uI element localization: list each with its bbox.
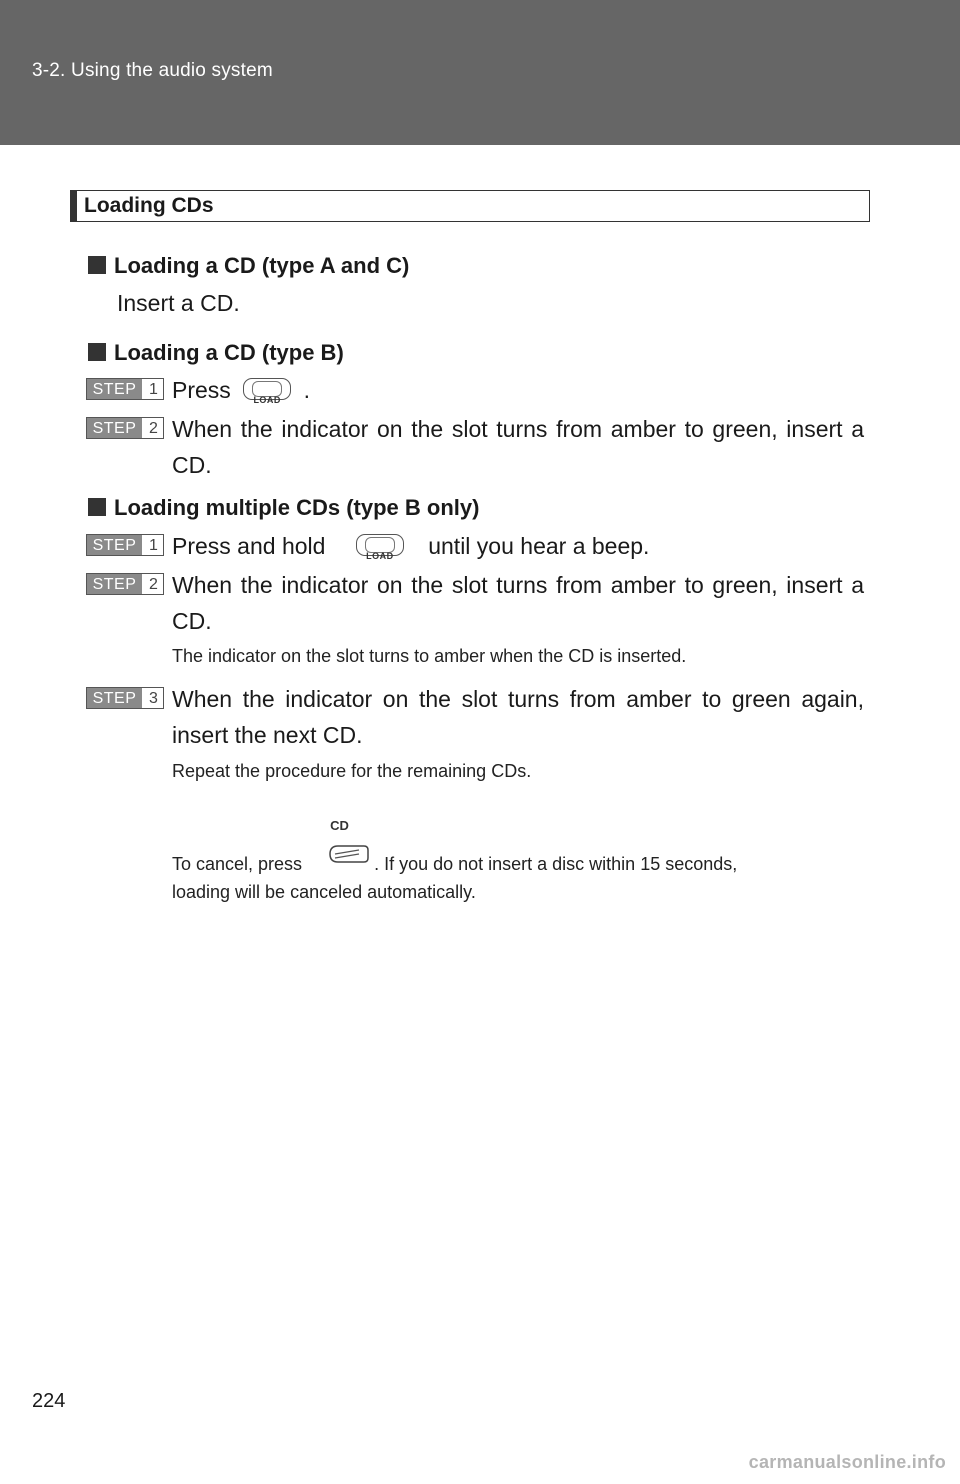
cancel-note: To cancel, press CD . If you do not inse… <box>172 818 738 876</box>
step-note: The indicator on the slot turns to amber… <box>172 646 687 666</box>
load-button-icon: LOAD <box>355 534 404 561</box>
insert-cd-text: Insert a CD. <box>117 290 240 316</box>
step-badge: STEP 2 <box>86 573 164 595</box>
heading-multiple-cds: Loading multiple CDs (type B only) <box>88 495 479 521</box>
cd-button-label: CD <box>330 818 349 833</box>
step-label: STEP <box>87 574 142 594</box>
step-text-pre: Press and hold <box>172 533 326 559</box>
breadcrumb: 3-2. Using the audio system <box>32 60 273 81</box>
square-bullet-icon <box>88 256 106 274</box>
step-note: Repeat the procedure for the remaining C… <box>172 761 532 781</box>
step-text-post: until you hear a beep. <box>428 533 650 559</box>
square-bullet-icon <box>88 343 106 361</box>
step-text: When the indicator on the slot turns fro… <box>172 416 864 478</box>
step-number: 2 <box>142 418 163 438</box>
step-label: STEP <box>87 379 142 399</box>
step-label: STEP <box>87 418 142 438</box>
step-badge: STEP 1 <box>86 378 164 400</box>
cancel-note-pre: To cancel, press <box>172 854 303 874</box>
step-badge: STEP 3 <box>86 687 164 709</box>
heading-type-a-c: Loading a CD (type A and C) <box>88 253 409 279</box>
page-header: 3-2. Using the audio system <box>0 0 960 145</box>
watermark: carmanualsonline.info <box>748 1452 946 1472</box>
step-number: 3 <box>142 688 163 708</box>
step-text-post: . <box>303 377 310 403</box>
cd-button-icon: CD <box>326 818 372 876</box>
step-label: STEP <box>87 535 142 555</box>
heading-type-b: Loading a CD (type B) <box>88 340 344 366</box>
page-number: 224 <box>32 1390 66 1412</box>
step-text: When the indicator on the slot turns fro… <box>172 686 864 748</box>
heading-multiple-cds-text: Loading multiple CDs (type B only) <box>114 495 480 520</box>
step-text: Press LOAD . <box>172 372 864 408</box>
load-button-icon: LOAD <box>243 378 292 405</box>
cancel-note-line2: loading will be canceled automatically. <box>172 882 476 902</box>
step-badge: STEP 1 <box>86 534 164 556</box>
section-title-box: Loading CDs <box>70 190 870 222</box>
heading-type-a-c-text: Loading a CD (type A and C) <box>114 253 410 278</box>
load-button-label: LOAD <box>366 551 394 561</box>
step-badge: STEP 2 <box>86 417 164 439</box>
step-number: 1 <box>142 535 163 555</box>
load-button-label: LOAD <box>253 395 281 405</box>
cancel-note-post: . If you do not insert a disc within 15 … <box>374 854 738 874</box>
step-label: STEP <box>87 688 142 708</box>
square-bullet-icon <box>88 498 106 516</box>
section-title-bar <box>71 191 77 221</box>
step-text: When the indicator on the slot turns fro… <box>172 572 864 634</box>
step-number: 2 <box>142 574 163 594</box>
step-text-pre: Press <box>172 377 231 403</box>
section-title: Loading CDs <box>84 194 214 217</box>
step-text: Press and hold LOAD until you hear a bee… <box>172 528 864 564</box>
step-number: 1 <box>142 379 163 399</box>
heading-type-b-text: Loading a CD (type B) <box>114 340 344 365</box>
